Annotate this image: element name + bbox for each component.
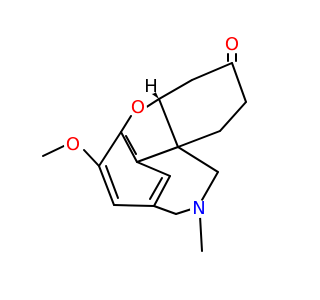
bond [199,215,203,252]
bond [153,175,171,207]
bond [136,161,171,177]
ether-oxygen-label: O [131,97,145,118]
molecule-canvas: O O O N H [42,34,247,252]
bond [83,149,100,167]
bond [120,115,132,133]
bond [120,131,138,163]
bond [158,79,193,100]
bond [177,130,221,148]
bond [144,98,160,109]
bonds [42,53,247,252]
chiral-hydrogen-label: H [144,76,158,97]
bond [125,135,137,155]
bond [42,144,67,157]
methoxy-oxygen-label: O [66,134,80,155]
bond [149,177,163,200]
bond [136,146,179,163]
bond [153,205,177,215]
bond [158,98,179,148]
bond [177,146,219,173]
ketone-oxygen-label: O [225,34,239,55]
atom-labels: O O O N H [64,34,241,219]
structure-diagram: O O O N H [42,34,247,252]
amine-nitrogen-label: N [192,198,205,219]
bond [231,62,247,103]
bond [113,204,155,207]
bond [98,131,122,167]
bond [191,62,233,81]
bond [105,165,119,199]
bond [219,101,247,132]
bond [98,165,115,206]
